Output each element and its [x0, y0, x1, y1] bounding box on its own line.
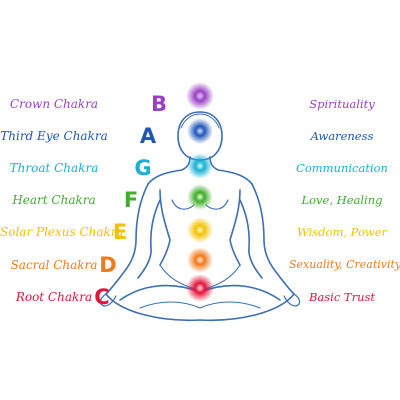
heart-chakra-glow [187, 184, 213, 210]
chakra-meaning: Awareness [310, 129, 374, 143]
chakra-meaning: Basic Trust [308, 290, 376, 304]
note-letter: G [134, 156, 152, 180]
heart-chakra-row: Heart Chakra F Love, Healing [0, 188, 400, 212]
chakra-name: Throat Chakra [9, 161, 99, 175]
note-letter: B [150, 92, 167, 116]
chakra-meaning: Communication [296, 161, 388, 175]
root-chakra-glow [186, 274, 214, 302]
note-letter: A [139, 124, 157, 148]
sacral-chakra-row: Sacral Chakra D Sexuality, Creativity [0, 253, 400, 277]
crown-chakra-glow [186, 82, 214, 110]
third-eye-chakra-glow [187, 118, 213, 144]
note-letter: D [99, 253, 117, 277]
chakra-name: Crown Chakra [9, 97, 99, 111]
chakra-meaning: Sexuality, Creativity [289, 258, 400, 271]
note-letter: F [123, 188, 139, 212]
solar-plexus-chakra-row: Solar Plexus Chakra E Wisdom, Power [0, 220, 400, 244]
chakra-name: Heart Chakra [12, 193, 96, 207]
chakra-name: Third Eye Chakra [0, 129, 108, 143]
chakra-name: Root Chakra [15, 290, 93, 304]
chakra-meaning: Spirituality [309, 97, 375, 111]
solar-plexus-chakra-glow [187, 217, 213, 243]
chakra-meaning: Love, Healing [301, 193, 383, 207]
crown-chakra-row: Crown Chakra B Spirituality [0, 92, 400, 116]
note-letter: C [94, 285, 110, 309]
chakra-meaning: Wisdom, Power [296, 225, 388, 239]
throat-chakra-glow [187, 153, 213, 179]
sacral-chakra-glow [187, 247, 213, 273]
third-eye-chakra-row: Third Eye Chakra A Awareness [0, 124, 400, 148]
chakra-name: Sacral Chakra [10, 258, 98, 272]
chakra-name: Solar Plexus Chakra [0, 225, 124, 239]
note-letter: E [112, 220, 128, 244]
root-chakra-row: Root Chakra C Basic Trust [0, 285, 400, 309]
throat-chakra-row: Throat Chakra G Communication [0, 156, 400, 180]
